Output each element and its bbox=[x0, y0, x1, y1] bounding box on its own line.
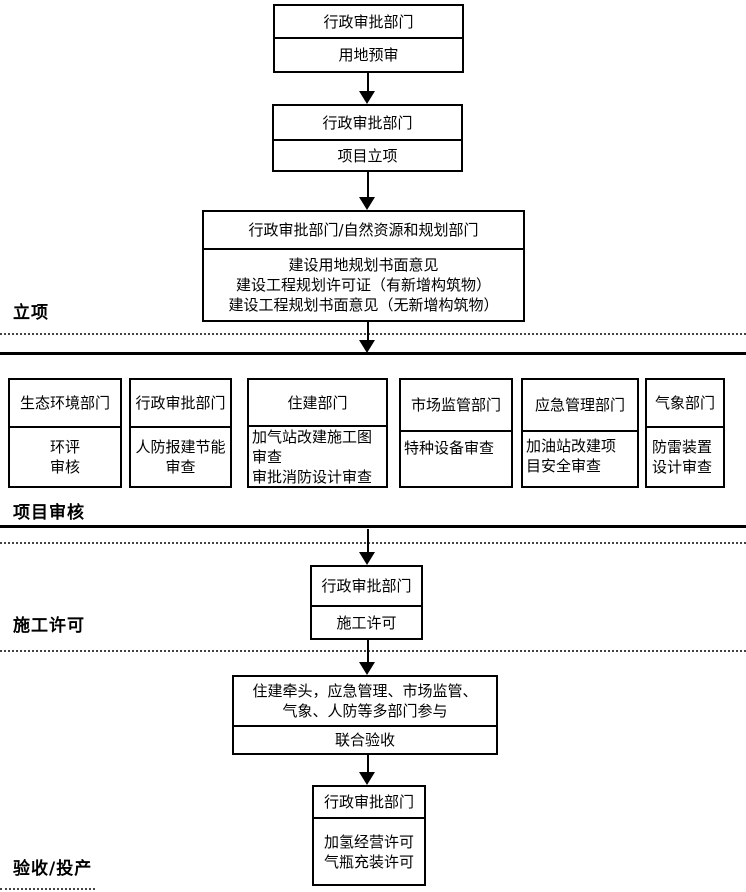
box-project-initiation-body: 项目立项 bbox=[337, 146, 398, 165]
box-planning-opinions: 行政审批部门/自然资源和规划部门 建设用地规划书面意见 建设工程规划许可证（有新… bbox=[202, 210, 525, 322]
review-box-market-regulation-body: 特种设备审查 bbox=[404, 439, 495, 457]
section-divider-dashed bbox=[0, 650, 746, 652]
arrow-connector bbox=[367, 755, 369, 772]
box-project-initiation-header: 行政审批部门 bbox=[274, 106, 461, 141]
box-operation-license-body: 加氢经营许可 气瓶充装许可 bbox=[323, 832, 414, 871]
box-joint-acceptance-header: 住建牵头，应急管理、市场监管、 气象、人防等多部门参与 bbox=[234, 677, 496, 727]
arrow-down-icon bbox=[359, 197, 375, 210]
box-joint-acceptance: 住建牵头，应急管理、市场监管、 气象、人防等多部门参与 联合验收 bbox=[232, 675, 498, 755]
arrow-down-icon bbox=[359, 340, 375, 353]
review-box-emergency-management: 应急管理部门 加油站改建项 目安全审查 bbox=[521, 378, 639, 488]
section-label-acceptance-production: 验收/投产 bbox=[13, 859, 93, 879]
review-box-emergency-management-body: 加油站改建项 目安全审查 bbox=[526, 437, 617, 475]
box-construction-permit: 行政审批部门 施工许可 bbox=[310, 565, 423, 640]
review-box-emergency-management-header: 应急管理部门 bbox=[523, 380, 637, 432]
box-planning-opinions-body: 建设用地规划书面意见 建设工程规划许可证（有新增构筑物） 建设工程规划书面意见（… bbox=[228, 256, 499, 314]
arrow-connector bbox=[367, 73, 369, 92]
review-box-meteorology: 气象部门 防雷装置 设计审查 bbox=[645, 378, 725, 488]
box-construction-permit-header: 行政审批部门 bbox=[312, 567, 421, 607]
section-divider-dashed bbox=[0, 333, 746, 335]
review-box-market-regulation: 市场监管部门 特种设备审查 bbox=[399, 378, 513, 488]
section-label-project-review: 项目审核 bbox=[13, 503, 85, 523]
review-box-ecology: 生态环境部门 环评 审核 bbox=[8, 378, 122, 488]
arrow-down-icon bbox=[359, 552, 375, 565]
section-label-construction-permit: 施工许可 bbox=[13, 616, 85, 636]
review-box-meteorology-body: 防雷装置 设计审查 bbox=[652, 438, 713, 476]
section-divider-thick bbox=[0, 525, 746, 528]
section-divider-dashed bbox=[0, 542, 746, 544]
arrow-down-icon bbox=[359, 772, 375, 785]
box-project-initiation: 行政审批部门 项目立项 bbox=[272, 104, 463, 172]
arrow-connector bbox=[367, 640, 369, 662]
arrow-down-icon bbox=[359, 91, 375, 104]
arrow-connector bbox=[367, 172, 369, 197]
box-construction-permit-body: 施工许可 bbox=[336, 613, 397, 632]
section-divider-thick bbox=[0, 352, 746, 355]
box-operation-license-header: 行政审批部门 bbox=[314, 787, 424, 819]
box-land-pre-review: 行政审批部门 用地预审 bbox=[273, 4, 464, 73]
review-box-market-regulation-header: 市场监管部门 bbox=[401, 380, 511, 432]
review-box-admin-approval-body: 人防报建节能 审查 bbox=[135, 438, 226, 476]
arrow-connector bbox=[367, 529, 369, 552]
section-divider-dashed-partial bbox=[0, 888, 95, 890]
review-box-admin-approval-header: 行政审批部门 bbox=[131, 380, 230, 428]
review-box-housing-construction-header: 住建部门 bbox=[249, 380, 386, 427]
box-land-pre-review-header: 行政审批部门 bbox=[275, 6, 462, 39]
review-box-ecology-header: 生态环境部门 bbox=[10, 380, 120, 428]
box-joint-acceptance-body: 联合验收 bbox=[334, 731, 395, 749]
review-box-ecology-body: 环评 审核 bbox=[49, 438, 80, 476]
review-box-admin-approval: 行政审批部门 人防报建节能 审查 bbox=[129, 378, 232, 488]
review-box-housing-construction: 住建部门 加气站改建施工图 审查 审批消防设计审查 bbox=[247, 378, 388, 488]
box-land-pre-review-body: 用地预审 bbox=[338, 46, 399, 64]
box-planning-opinions-header: 行政审批部门/自然资源和规划部门 bbox=[204, 212, 523, 250]
arrow-connector bbox=[367, 322, 369, 340]
review-box-meteorology-header: 气象部门 bbox=[647, 380, 723, 428]
arrow-down-icon bbox=[359, 662, 375, 675]
box-operation-license: 行政审批部门 加氢经营许可 气瓶充装许可 bbox=[312, 785, 426, 886]
section-label-initiation: 立项 bbox=[13, 303, 49, 323]
review-box-housing-construction-body: 加气站改建施工图 审查 审批消防设计审查 bbox=[252, 428, 373, 486]
